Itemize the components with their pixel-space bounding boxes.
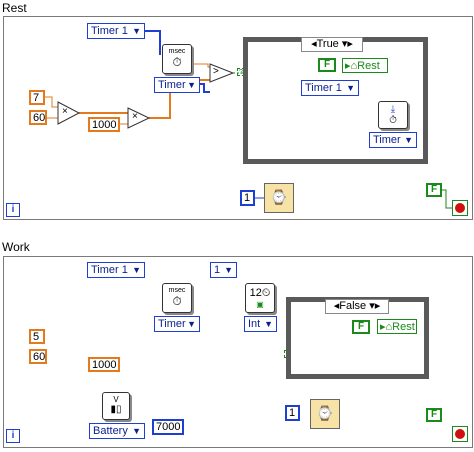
timer1-label: Timer 1 — [91, 25, 128, 37]
stop-false-constant[interactable]: F — [426, 183, 442, 197]
battery-icon: ▮▯ — [110, 404, 122, 415]
numeric-constant[interactable]: 5 — [29, 329, 45, 344]
int-constant[interactable]: 1▼ — [210, 262, 237, 278]
iteration-terminal: i — [6, 203, 20, 217]
download-arrow-icon: ⤓ — [390, 104, 396, 115]
dropdown-arrow-icon: ▼ — [187, 319, 196, 329]
stop-condition-icon[interactable] — [452, 426, 468, 442]
selector-right-icon: ▸ — [374, 300, 381, 312]
dropdown-arrow-icon: ▼ — [132, 426, 141, 436]
get-msec-vi[interactable]: msec ⏱ — [162, 283, 192, 313]
timer1-reference[interactable]: Timer 1▼ — [87, 262, 145, 278]
wristwatch-icon: ⌚ — [316, 405, 334, 421]
wait-ms-vi[interactable]: ⌚ — [310, 399, 340, 429]
case-selector[interactable]: ◂True ▾▸ — [301, 37, 363, 52]
iteration-terminal: i — [6, 429, 20, 443]
case-timer-control[interactable]: Timer▼ — [369, 132, 417, 148]
dropdown-arrow-icon: ▼ — [132, 265, 141, 275]
wait-ms-vi[interactable]: ⌚ — [264, 183, 294, 213]
multiply-icon: × — [132, 111, 138, 122]
false-constant[interactable]: F — [318, 58, 336, 72]
stop-false-constant[interactable]: F — [426, 408, 442, 422]
msec-label: msec — [168, 287, 186, 294]
numeric-constant[interactable]: 7 — [29, 90, 45, 105]
selector-left-icon: ◂ — [311, 38, 317, 50]
timer-control[interactable]: Timer▼ — [154, 77, 200, 93]
get-msec-vi[interactable]: msec ⏱ — [162, 44, 192, 74]
case-timer1-reference[interactable]: Timer 1▼ — [301, 80, 359, 96]
voltage-icon: V — [113, 395, 119, 404]
dropdown-arrow-icon: ▼ — [224, 265, 233, 275]
section-title-rest: Rest — [2, 1, 27, 15]
selector-left-icon: ◂ — [333, 300, 340, 312]
section-title-work: Work — [2, 240, 30, 254]
wristwatch-icon: ⌚ — [270, 189, 288, 205]
numeric-constant[interactable]: 60 — [29, 110, 47, 125]
dropdown-arrow-icon: ▼ — [264, 319, 273, 329]
dropdown-arrow-icon: ▼ — [132, 26, 141, 36]
timer1-reference[interactable]: Timer 1 ▼ — [87, 23, 145, 39]
msec-label: msec — [168, 48, 186, 55]
battery-threshold-constant[interactable]: 7000 — [152, 419, 184, 435]
numeric-constant[interactable]: 60 — [29, 349, 47, 364]
stopwatch-icon: ⏱ — [389, 115, 397, 126]
local-variable-rest[interactable]: ▸⌂Rest — [377, 319, 417, 334]
wait-constant[interactable]: 1 — [240, 190, 255, 206]
data-icon: ▣ — [256, 300, 264, 309]
timer-control[interactable]: Timer▼ — [154, 316, 200, 332]
wait-constant[interactable]: 1 — [285, 405, 300, 421]
dropdown-arrow-icon: ▼ — [404, 135, 413, 145]
case-selector-value: True — [316, 38, 339, 50]
reset-timer-vi[interactable]: ⤓ ⏱ — [378, 101, 408, 129]
numeric-constant[interactable]: 1000 — [88, 117, 120, 132]
clock-icon: 12⏲ — [249, 287, 271, 299]
type-cast-vi[interactable]: 12⏲ ▣ — [245, 283, 275, 313]
dropdown-arrow-icon: ▼ — [346, 83, 355, 93]
selector-right-icon: ▸ — [347, 38, 353, 50]
dropdown-arrow-icon: ▼ — [187, 80, 196, 90]
timer-control-label: Timer — [158, 79, 186, 91]
local-variable-rest[interactable]: ▸⌂Rest — [342, 58, 388, 73]
numeric-constant[interactable]: 1000 — [88, 357, 120, 372]
battery-vi[interactable]: V ▮▯ — [102, 392, 130, 420]
false-constant[interactable]: F — [352, 320, 370, 334]
greater-than-icon: > — [213, 66, 219, 77]
stopwatch-icon: ⏱ — [172, 55, 182, 69]
multiply-icon: × — [62, 106, 68, 117]
stopwatch-icon: ⏱ — [172, 294, 182, 308]
stop-condition-icon[interactable] — [452, 200, 468, 216]
case-selector[interactable]: ◂False ▾▸ — [325, 299, 389, 314]
battery-control[interactable]: Battery▼ — [89, 423, 145, 439]
int-control[interactable]: Int▼ — [244, 316, 277, 332]
